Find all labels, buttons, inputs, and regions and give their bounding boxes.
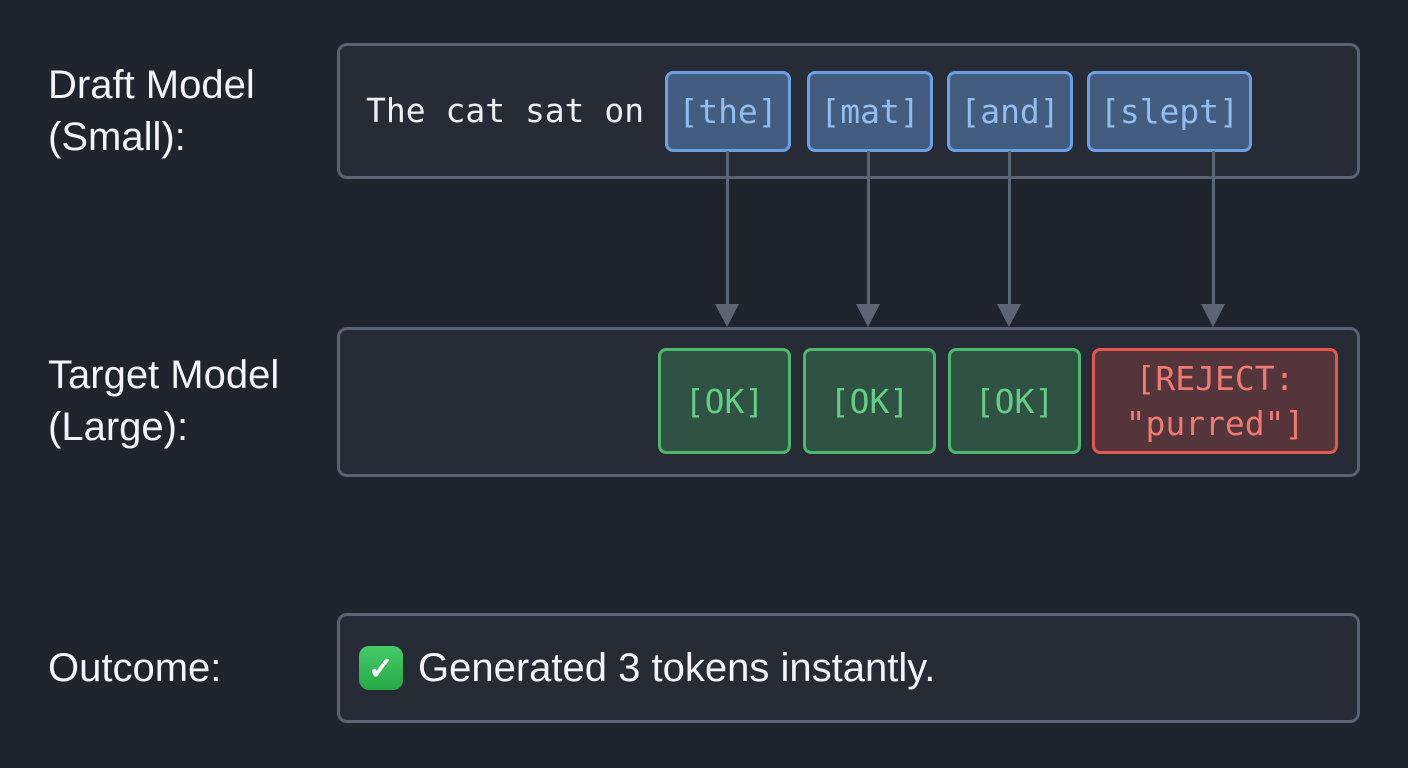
accepted-token-chip: [OK] bbox=[948, 348, 1081, 454]
arrow-head bbox=[715, 304, 739, 327]
accepted-token-chip: [OK] bbox=[803, 348, 936, 454]
context-text: The cat sat on bbox=[366, 91, 645, 130]
arrow-shaft bbox=[1211, 151, 1215, 306]
arrow-head bbox=[856, 304, 880, 327]
outcome-row-label: Outcome: bbox=[48, 643, 221, 693]
reject-chip-line2: "purred"] bbox=[1125, 404, 1305, 443]
arrow-head bbox=[1201, 304, 1225, 327]
accepted-token-chip: [OK] bbox=[658, 348, 791, 454]
arrow-shaft bbox=[866, 151, 870, 306]
outcome-box: ✓ Generated 3 tokens instantly. bbox=[337, 613, 1360, 723]
outcome-label-text: Outcome: bbox=[48, 646, 222, 690]
draft-token-chip: [and] bbox=[947, 71, 1073, 152]
target-model-label-line1: Target Model bbox=[48, 353, 280, 397]
draft-token-chip: [the] bbox=[665, 71, 791, 152]
arrow-shaft bbox=[1007, 151, 1011, 306]
reject-chip-line1: [REJECT: bbox=[1135, 359, 1295, 398]
check-glyph: ✓ bbox=[368, 650, 394, 686]
check-mark-emoji-icon: ✓ bbox=[359, 646, 403, 690]
rejected-token-chip: [REJECT: "purred"] bbox=[1092, 348, 1338, 454]
draft-model-row-label: Draft Model (Small): bbox=[48, 59, 255, 163]
outcome-text: Generated 3 tokens instantly. bbox=[418, 646, 936, 690]
draft-token-chip: [mat] bbox=[807, 71, 933, 152]
draft-token-chip: [slept] bbox=[1087, 71, 1252, 152]
target-model-box: [OK] [OK] [OK] [REJECT: "purred"] bbox=[337, 327, 1360, 477]
arrow-shaft bbox=[725, 151, 729, 306]
draft-model-label-line1: Draft Model bbox=[48, 63, 255, 107]
target-model-label-line2: (Large): bbox=[48, 405, 189, 449]
arrow-head bbox=[997, 304, 1021, 327]
draft-model-box: The cat sat on [the] [mat] [and] [slept] bbox=[337, 43, 1360, 179]
draft-model-label-line2: (Small): bbox=[48, 115, 186, 159]
target-model-row-label: Target Model (Large): bbox=[48, 349, 279, 453]
